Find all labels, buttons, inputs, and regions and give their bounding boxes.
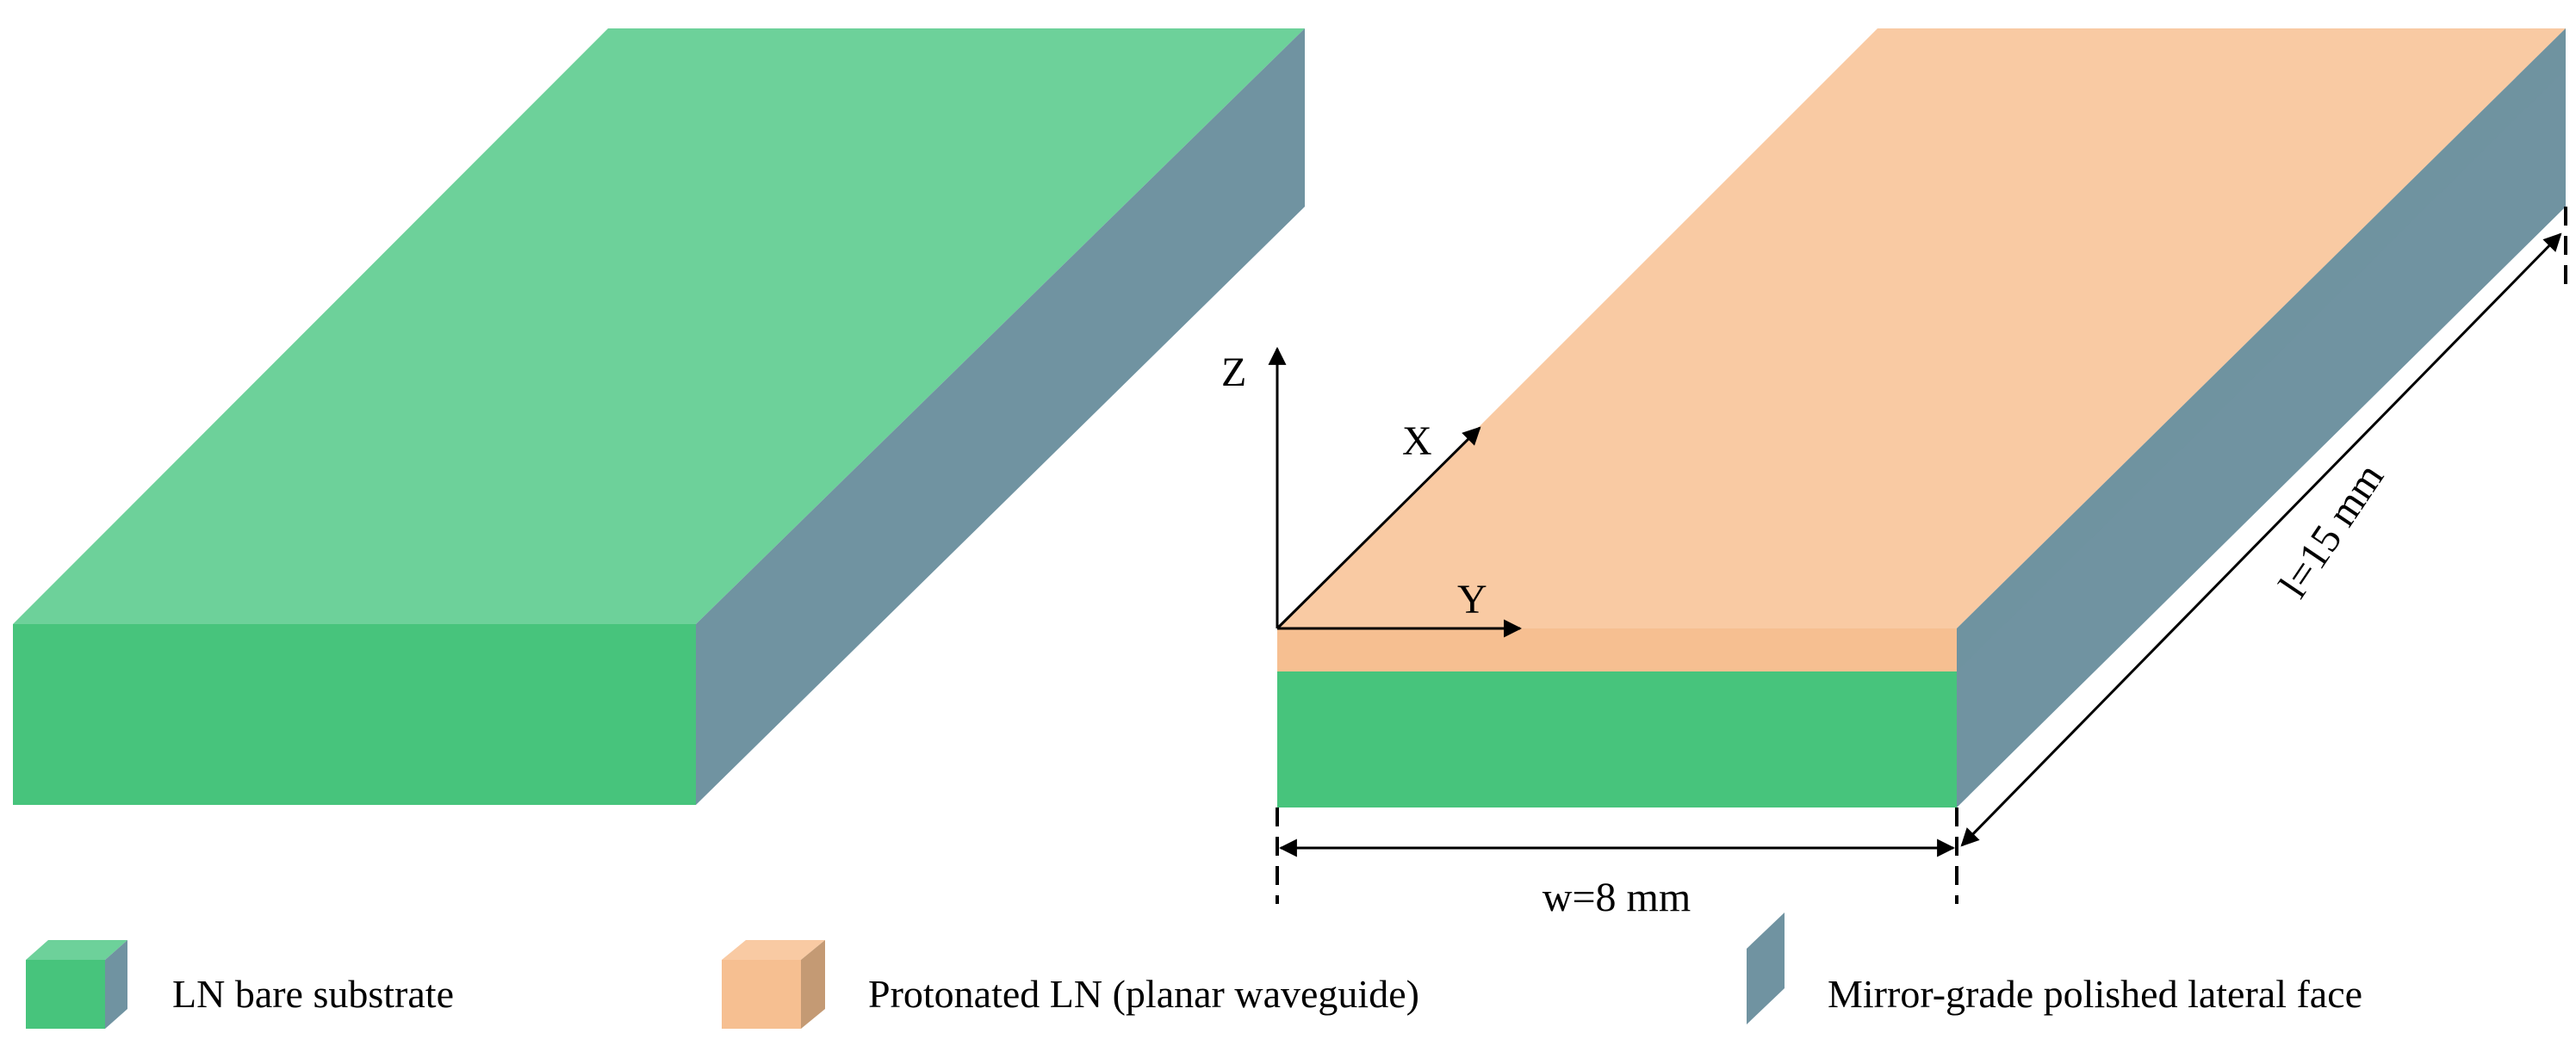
- waveguide-block: [1277, 28, 2566, 807]
- x-axis-arrow: [1276, 426, 1481, 630]
- legend-label-bare-substrate: LN bare substrate: [172, 972, 454, 1016]
- waveguide-protonated-layer-front: [1277, 628, 1957, 671]
- width-label: w=8 mm: [1542, 875, 1691, 920]
- waveguide-substrate-front: [1277, 671, 1957, 807]
- bare-substrate-top-face: [13, 28, 1305, 624]
- bare-substrate-front-face: [13, 624, 696, 805]
- legend-item-lateral-face: Mirror-grade polished lateral face: [1747, 913, 2362, 1024]
- bare-substrate-block: [13, 28, 1305, 805]
- blue-gray-face-icon: [1747, 913, 1785, 1024]
- length-arrow: [1960, 232, 2562, 847]
- bare-substrate-lateral-face: [696, 28, 1305, 805]
- green-block-icon: [26, 940, 127, 1029]
- x-axis-label: X: [1402, 418, 1432, 464]
- y-axis-label: Y: [1457, 577, 1487, 622]
- width-dimension: w=8 mm: [1276, 807, 1958, 920]
- legend-label-lateral-face: Mirror-grade polished lateral face: [1828, 972, 2362, 1016]
- waveguide-top-face: [1277, 28, 2566, 628]
- legend-item-bare-substrate: LN bare substrate: [26, 940, 454, 1029]
- z-axis-label: Z: [1221, 350, 1246, 395]
- legend-label-protonated: Protonated LN (planar waveguide): [868, 972, 1419, 1016]
- legend: LN bare substrate Protonated LN (planar …: [26, 913, 2362, 1029]
- coordinate-axes: Z X Y: [1221, 346, 1523, 638]
- peach-block-icon: [722, 940, 825, 1029]
- legend-item-protonated: Protonated LN (planar waveguide): [722, 940, 1419, 1029]
